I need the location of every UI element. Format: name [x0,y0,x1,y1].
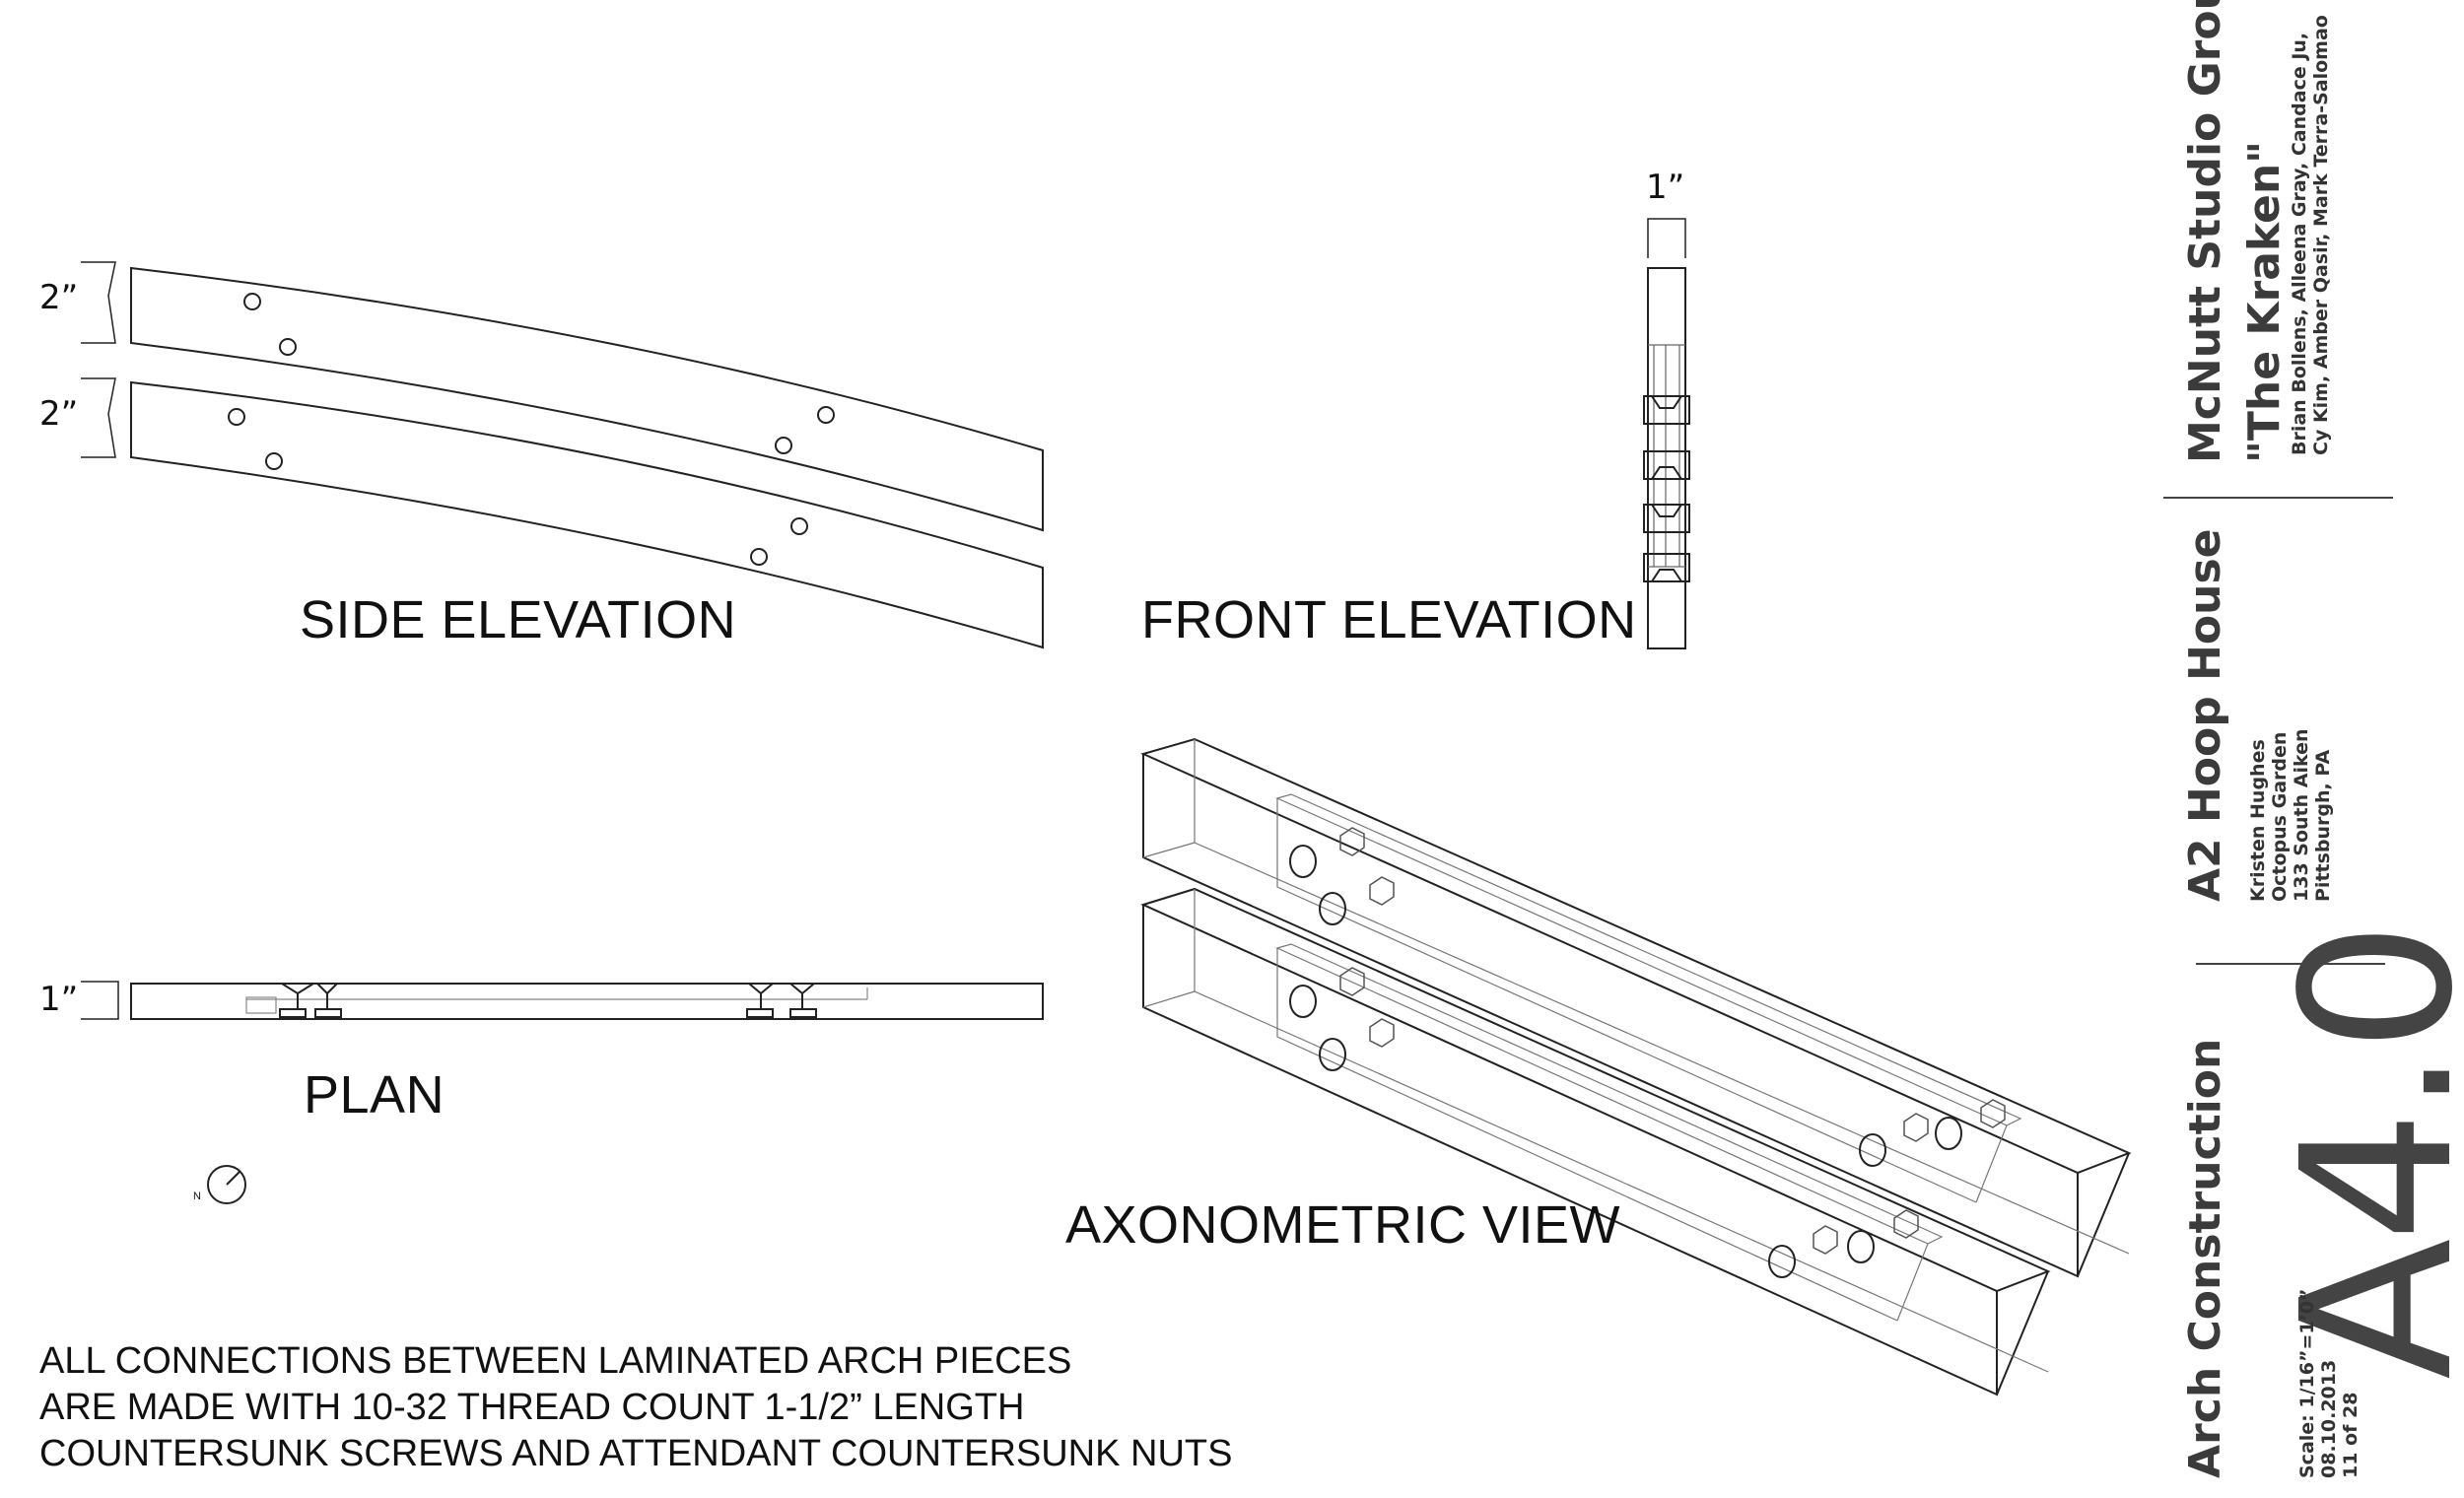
dimension-side-top: 2” [39,278,79,317]
axon-screw-hole [1289,845,1317,878]
client-line-2: Octopus Garden [2269,731,2291,902]
team-line-1: Brian Bollens, Alleena Gray, Candace Ju, [2289,32,2310,455]
date-text: 08.10.2013 [2318,1359,2340,1478]
arch-piece-top [130,266,1044,532]
plan-fasteners [279,983,817,1018]
screw-hole [228,408,245,426]
project-nickname: "The Kraken" [2239,140,2290,463]
front-fasteners [1643,395,1690,582]
page-text: 11 of 28 [2340,1392,2361,1478]
plan-label: PLAN [304,1065,445,1124]
axonometric-view-label: AXONOMETRIC VIEW [1065,1195,1621,1255]
screw-hole [279,338,297,356]
axon-screw-hole [1768,1245,1796,1278]
axon-screw-hole [1289,985,1317,1018]
dimension-side-bottom: 2” [39,394,79,434]
dimension-plan-width: 1” [39,980,79,1019]
note-line-3: COUNTERSUNK SCREWS AND ATTENDANT COUNTER… [39,1433,1233,1474]
sheet-meta: Scale: 1/16”=1’0” 08.10.2013 11 of 28 [2296,1288,2361,1478]
dimension-front-width: 1” [1646,168,1685,207]
client-line-4: Pittsburgh, PA [2312,749,2334,902]
front-section [1647,267,1686,649]
studio-name: McNutt Studio Group 2 [2180,0,2230,463]
axon-screw-hole [1847,1230,1875,1263]
sheet-title: Arch Construction [2180,1038,2230,1478]
construction-note: ALL CONNECTIONS BETWEEN LAMINATED ARCH P… [39,1338,1232,1477]
axon-beam-top [1140,737,2132,1278]
client-info: Kristen Hughes Octopus Garden 133 South … [2247,728,2334,902]
note-line-1: ALL CONNECTIONS BETWEEN LAMINATED ARCH P… [39,1340,1072,1382]
team-line-2: Cy Kim, Amber Qasir, Mark Terra-Salomao [2310,15,2332,455]
team-members: Brian Bollens, Alleena Gray, Candace Ju,… [2289,15,2332,455]
axon-screw-hole [1319,892,1346,925]
dimension-bracket-bottom [81,377,116,458]
side-elevation-drawing [81,261,1044,649]
screw-hole [243,293,261,310]
axon-screw-hole [1319,1038,1346,1071]
axon-screw-hole [1935,1117,1962,1150]
axonometric-drawing [1140,737,2132,1396]
dimension-bracket-top [81,261,116,344]
client-line-1: Kristen Hughes [2247,739,2269,902]
screw-hole [790,517,808,535]
front-elevation-label: FRONT ELEVATION [1141,590,1637,649]
dimension-bracket-plan [81,981,119,1020]
axon-beam-bottom [1140,887,2051,1396]
screw-hole [750,548,768,566]
side-elevation-label: SIDE ELEVATION [300,590,737,649]
screw-hole [265,452,283,470]
scale-text: Scale: 1/16”=1’0” [2296,1288,2318,1478]
plan-drawing [81,981,1044,1020]
screw-holes-side [228,293,835,566]
client-line-3: 133 South Aiken [2291,728,2312,902]
dimension-bracket-front [1647,218,1686,258]
north-arrow [207,1165,246,1204]
north-label: N [193,1191,201,1202]
plan-piece [130,983,1044,1020]
screw-hole [775,437,792,454]
arch-piece-bottom [130,380,1044,649]
screw-hole [817,406,835,424]
project-name: A2 Hoop House [2180,528,2230,903]
axon-screw-hole [1859,1133,1886,1167]
title-block-lines [2163,497,2393,965]
note-line-2: ARE MADE WITH 10-32 THREAD COUNT 1-1/2” … [39,1387,1025,1428]
front-elevation-drawing [1643,218,1690,649]
